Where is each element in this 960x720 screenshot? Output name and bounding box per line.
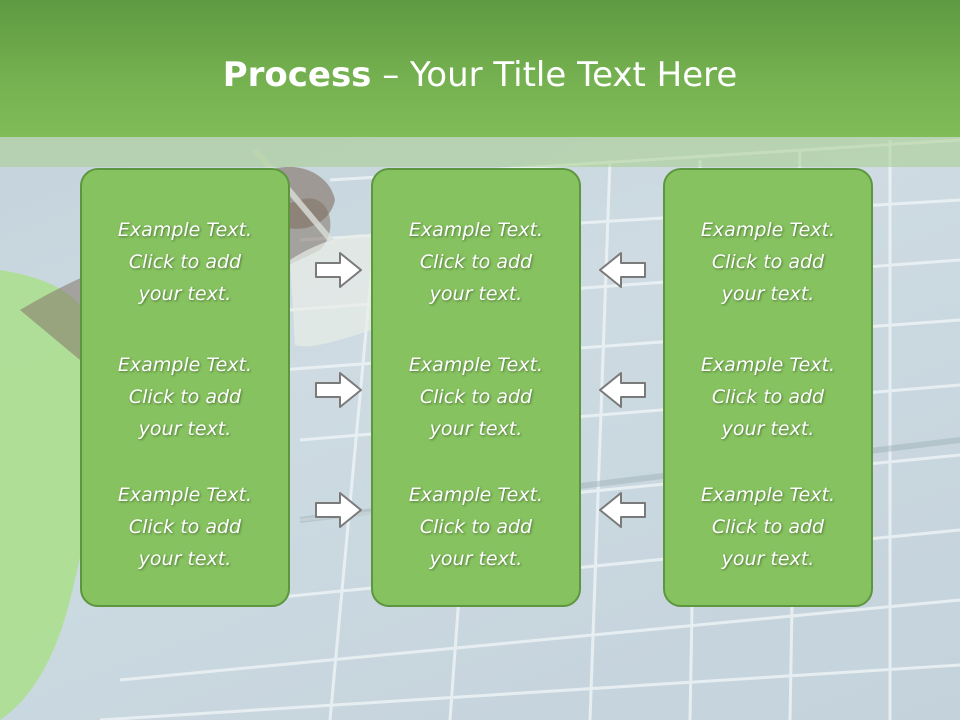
text-line: Example Text.	[408, 354, 544, 376]
text-item[interactable]: Example Text. Click to add your text.	[373, 214, 579, 310]
left-arrow-icon	[599, 372, 646, 408]
text-line: Click to add	[711, 516, 825, 538]
right-arrow-icon	[315, 492, 362, 528]
text-line: your text.	[429, 548, 523, 570]
header-bar	[0, 0, 960, 137]
text-item[interactable]: Example Text. Click to add your text.	[82, 214, 288, 310]
text-line: Example Text.	[408, 484, 544, 506]
right-arrow-icon	[315, 252, 362, 288]
text-item[interactable]: Example Text. Click to add your text.	[665, 479, 871, 575]
text-line: Example Text.	[700, 219, 836, 241]
text-line: your text.	[429, 418, 523, 440]
text-line: Example Text.	[408, 219, 544, 241]
text-line: Example Text.	[700, 484, 836, 506]
text-item[interactable]: Example Text. Click to add your text.	[82, 349, 288, 445]
header-band	[0, 137, 960, 167]
process-box-right[interactable]: Example Text. Click to add your text. Ex…	[663, 168, 873, 607]
process-box-left[interactable]: Example Text. Click to add your text. Ex…	[80, 168, 290, 607]
text-line: Example Text.	[117, 354, 253, 376]
slide-title[interactable]: Process – Your Title Text Here	[0, 50, 960, 100]
text-line: Click to add	[419, 516, 533, 538]
right-arrow-icon	[315, 372, 362, 408]
text-line: Example Text.	[700, 354, 836, 376]
text-line: Click to add	[128, 251, 242, 273]
process-box-center[interactable]: Example Text. Click to add your text. Ex…	[371, 168, 581, 607]
text-line: Click to add	[419, 251, 533, 273]
text-line: your text.	[721, 283, 815, 305]
text-item[interactable]: Example Text. Click to add your text.	[665, 214, 871, 310]
text-line: your text.	[721, 548, 815, 570]
text-line: your text.	[721, 418, 815, 440]
text-item[interactable]: Example Text. Click to add your text.	[373, 349, 579, 445]
text-line: Click to add	[128, 386, 242, 408]
text-line: your text.	[138, 283, 232, 305]
title-bold: Process	[222, 55, 372, 95]
text-line: Click to add	[419, 386, 533, 408]
text-line: your text.	[429, 283, 523, 305]
text-line: Click to add	[128, 516, 242, 538]
text-item[interactable]: Example Text. Click to add your text.	[665, 349, 871, 445]
text-line: Example Text.	[117, 219, 253, 241]
text-line: Click to add	[711, 386, 825, 408]
text-item[interactable]: Example Text. Click to add your text.	[373, 479, 579, 575]
text-line: Click to add	[711, 251, 825, 273]
left-arrow-icon	[599, 492, 646, 528]
text-line: your text.	[138, 548, 232, 570]
left-arrow-icon	[599, 252, 646, 288]
text-item[interactable]: Example Text. Click to add your text.	[82, 479, 288, 575]
title-rest: – Your Title Text Here	[371, 55, 738, 95]
text-line: Example Text.	[117, 484, 253, 506]
text-line: your text.	[138, 418, 232, 440]
